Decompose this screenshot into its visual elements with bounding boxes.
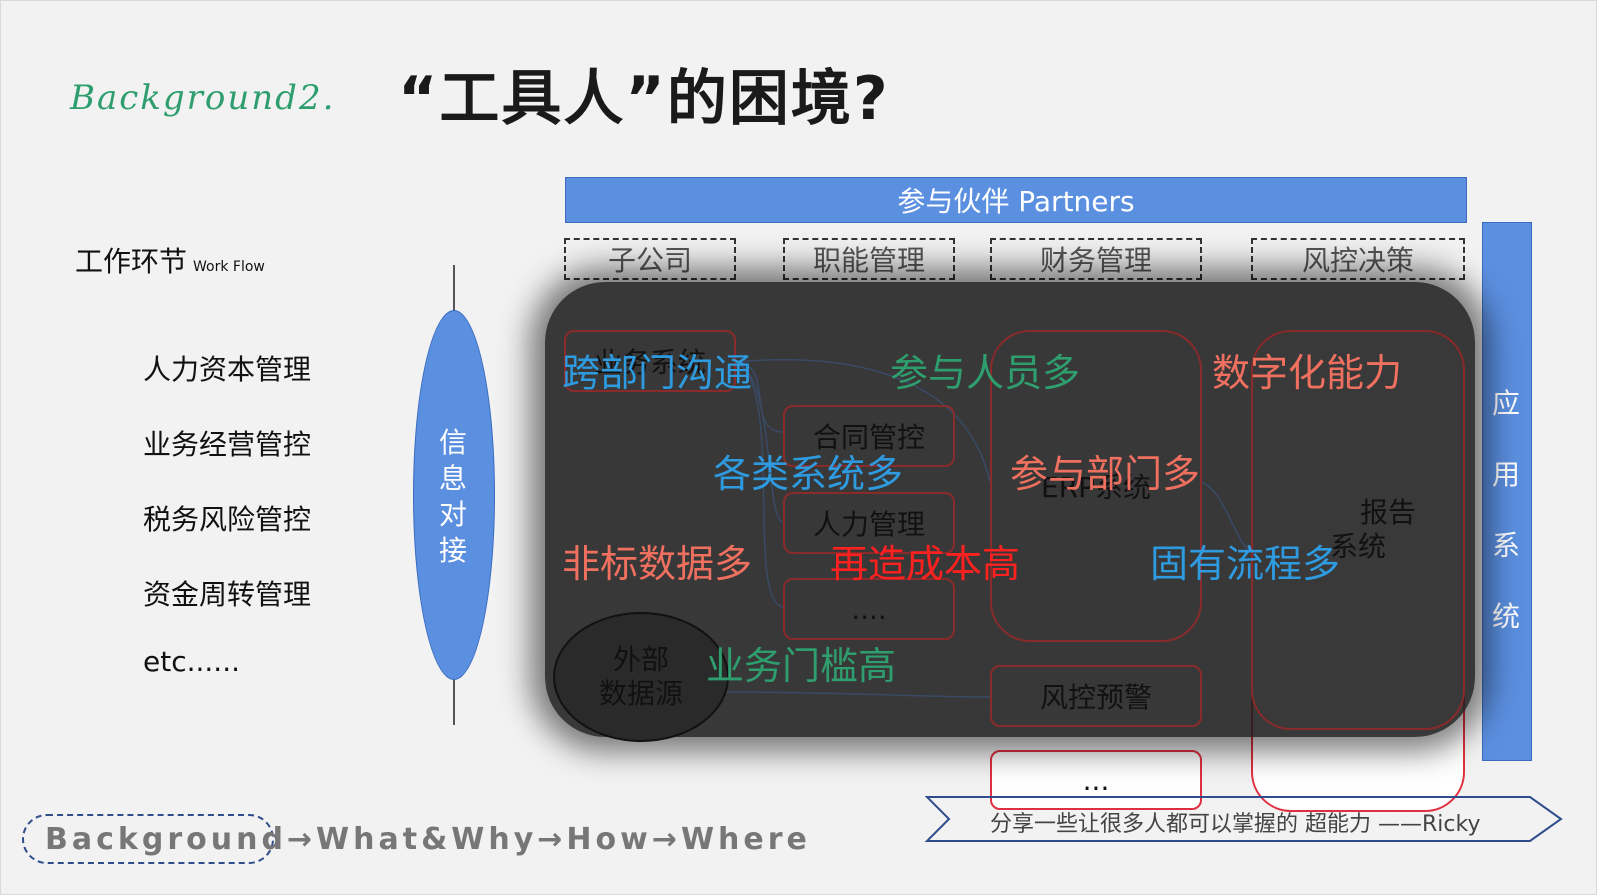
node-report-line1: 报告 xyxy=(1359,496,1416,529)
ext-line1: 外部 xyxy=(612,643,669,676)
info-connect-text: 信息对接 xyxy=(438,426,467,567)
info-connect-label: 信息对接 xyxy=(413,425,493,569)
label-nonstandard: 非标数据多 xyxy=(562,542,753,586)
node-report-line2: 系统 xyxy=(1329,530,1386,563)
category-function: 职能管理 xyxy=(783,238,955,280)
info-connect-ellipse xyxy=(413,310,495,680)
quote-arrow-shape xyxy=(925,796,1563,842)
workflow-title-en: Work Flow xyxy=(193,259,265,275)
category-risk: 风控决策 xyxy=(1251,238,1465,280)
label-high-barrier: 业务门槛高 xyxy=(706,644,897,688)
flow-connectors xyxy=(724,358,1252,698)
partners-bar: 参与伙伴 Partners xyxy=(565,177,1467,223)
workflow-title-cn: 工作环节 xyxy=(75,245,188,278)
workflow-item: etc...... xyxy=(143,645,241,678)
workflow-item: 资金周转管理 xyxy=(143,578,312,611)
node-contract: 合同管控 xyxy=(783,405,955,467)
node-risk-warning: 风控预警 xyxy=(990,665,1202,727)
category-finance: 财务管理 xyxy=(990,238,1202,280)
title-prefix: Background2. xyxy=(70,78,336,118)
node-report: 报告 系统 xyxy=(1251,330,1465,730)
node-business-system: 业务系统 xyxy=(564,330,736,392)
connector xyxy=(734,361,784,523)
connector xyxy=(734,358,991,483)
section-breadcrumb: Background→What&Why→How→Where xyxy=(45,822,811,857)
page-title: “工具人”的困境? xyxy=(398,64,890,134)
connector xyxy=(1201,481,1252,553)
label-digital: 数字化能力 xyxy=(1212,351,1403,395)
workflow-item: 人力资本管理 xyxy=(143,353,312,386)
label-rebuild-cost: 再造成本高 xyxy=(830,542,1021,586)
workflow-item: 税务风险管控 xyxy=(143,503,312,536)
label-many-people: 参与人员多 xyxy=(890,351,1081,395)
label-fixed-process: 固有流程多 xyxy=(1150,542,1341,586)
node-more: ... xyxy=(990,750,1202,810)
node-more-functions: .... xyxy=(783,578,955,640)
connector xyxy=(734,361,784,608)
workflow-title: 工作环节 Work Flow xyxy=(75,240,265,280)
node-external-source: 外部 数据源 xyxy=(553,612,729,742)
label-cross-dept: 跨部门沟通 xyxy=(562,351,753,395)
app-system-label: 应用系统 xyxy=(1482,368,1530,652)
nav-current-highlight xyxy=(22,814,274,864)
app-system-bar xyxy=(1482,222,1532,761)
app-system-text: 应用系统 xyxy=(1491,387,1520,633)
category-subsidiary: 子公司 xyxy=(564,238,736,280)
connector xyxy=(724,691,991,698)
label-many-systems: 各类系统多 xyxy=(713,452,904,496)
footer-quote: 分享一些让很多人都可以掌握的 超能力 ——Ricky xyxy=(990,812,1481,837)
label-many-depts: 参与部门多 xyxy=(1010,452,1201,496)
workflow-item: 业务经营管控 xyxy=(143,428,312,461)
node-hr: 人力管理 xyxy=(783,492,955,554)
ext-line2: 数据源 xyxy=(598,677,683,710)
node-erp: ERP系统 xyxy=(990,330,1202,642)
connector xyxy=(734,361,784,433)
